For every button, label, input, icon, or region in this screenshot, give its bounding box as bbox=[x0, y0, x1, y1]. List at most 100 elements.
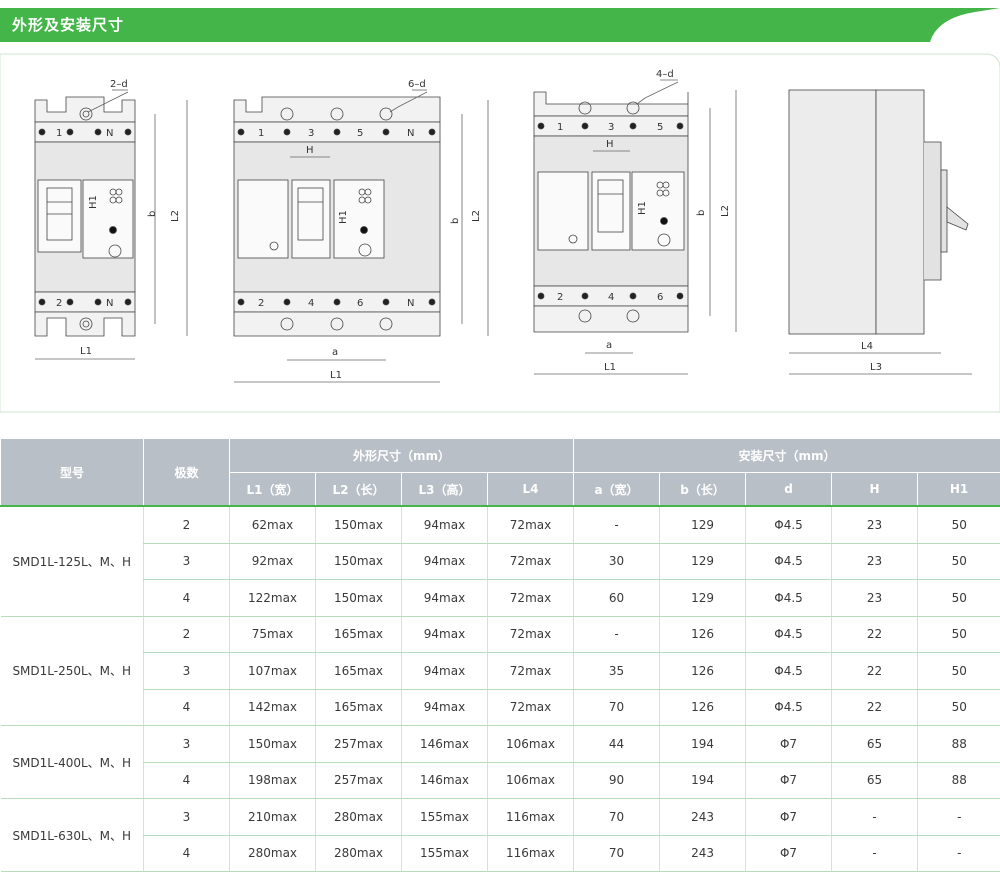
table-cell: 107max bbox=[229, 652, 316, 690]
table-cell: 65 bbox=[831, 725, 918, 763]
d1-top-pole-1: 1 bbox=[56, 128, 62, 139]
d3-h1-label: H1 bbox=[637, 201, 648, 215]
header-outline-group: 外形尺寸（mm） bbox=[228, 438, 575, 473]
section-header: 外形及安装尺寸 bbox=[0, 8, 1000, 42]
table-cell: 165max bbox=[315, 616, 402, 653]
table-cell: 165max bbox=[315, 652, 402, 690]
header-H1: H1 bbox=[917, 472, 1000, 507]
header-L4: L4 bbox=[486, 472, 575, 507]
table-cell: 243 bbox=[659, 835, 746, 872]
d3-l1-label: L1 bbox=[604, 362, 616, 373]
table-cell: 126 bbox=[659, 616, 746, 653]
table-cell: 146max bbox=[401, 725, 488, 763]
d1-b-label: b bbox=[147, 211, 158, 217]
model-cell: SMD1L-125L、M、H bbox=[0, 505, 144, 617]
table-cell: 23 bbox=[831, 505, 918, 544]
table-cell: Φ7 bbox=[745, 725, 832, 763]
d2-top-pole-3: 3 bbox=[308, 128, 314, 139]
d1-l1-label: L1 bbox=[80, 346, 92, 357]
drawing-4-pole bbox=[233, 96, 441, 337]
table-cell: 75max bbox=[229, 616, 316, 653]
dimension-drawing-panel: 2–d 6–d 4–d 1 N 2 N H1 b L2 L1 1 3 5 N 2… bbox=[0, 52, 1000, 414]
d3-top-pole-3: 3 bbox=[608, 122, 614, 133]
table-cell: 30 bbox=[573, 543, 660, 580]
table-cell: 150max bbox=[315, 543, 402, 580]
table-cell: 94max bbox=[401, 505, 488, 544]
d2-top-pole-1: 1 bbox=[258, 128, 264, 139]
d2-h1-label: H1 bbox=[338, 210, 349, 224]
table-cell: 280max bbox=[315, 798, 402, 836]
table-cell: 150max bbox=[315, 579, 402, 617]
table-cell: 72max bbox=[486, 616, 574, 653]
header-install-group: 安装尺寸（mm） bbox=[573, 438, 1000, 473]
table-cell: 126 bbox=[659, 689, 746, 726]
table-cell: 210max bbox=[229, 798, 316, 836]
table-cell: - bbox=[573, 505, 660, 544]
table-cell: 165max bbox=[315, 689, 402, 726]
d2-a-label: a bbox=[332, 347, 338, 358]
table-cell: 23 bbox=[831, 543, 918, 580]
table-cell: 257max bbox=[315, 725, 402, 763]
table-cell: 72max bbox=[486, 689, 574, 726]
table-cell: 50 bbox=[917, 616, 1000, 653]
d2-l1-label: L1 bbox=[330, 370, 342, 381]
table-cell: 50 bbox=[917, 652, 1000, 690]
table-cell: 129 bbox=[659, 579, 746, 617]
drawing-side-view bbox=[788, 89, 969, 335]
table-cell: 65 bbox=[831, 762, 918, 799]
d3-bottom-pole-2: 2 bbox=[557, 292, 563, 303]
d2-bottom-pole-N: N bbox=[407, 298, 414, 309]
table-cell: - bbox=[917, 798, 1000, 836]
model-cell: SMD1L-250L、M、H bbox=[0, 616, 144, 726]
model-cell: SMD1L-400L、M、H bbox=[0, 725, 144, 799]
table-cell: 88 bbox=[917, 725, 1000, 763]
label-6d: 6–d bbox=[408, 79, 426, 90]
d4-l3-label: L3 bbox=[870, 362, 882, 373]
table-cell: 35 bbox=[573, 652, 660, 690]
d3-top-pole-1: 1 bbox=[557, 122, 563, 133]
table-cell: 155max bbox=[401, 798, 488, 836]
header-poles: 极数 bbox=[143, 438, 230, 507]
table-cell: 116max bbox=[486, 835, 574, 872]
table-cell: 3 bbox=[143, 798, 230, 836]
table-cell: 243 bbox=[659, 798, 746, 836]
table-cell: 4 bbox=[143, 835, 230, 872]
header-L2: L2（长） bbox=[315, 472, 402, 507]
dimension-lines bbox=[35, 79, 972, 383]
d3-b-label: b bbox=[696, 210, 707, 216]
table-cell: 4 bbox=[143, 579, 230, 617]
model-cell: SMD1L-630L、M、H bbox=[0, 798, 144, 872]
table-cell: 2 bbox=[143, 505, 230, 544]
d2-l2-label: L2 bbox=[471, 210, 482, 222]
table-cell: 88 bbox=[917, 762, 1000, 799]
table-cell: 62max bbox=[229, 505, 316, 544]
table-cell: 50 bbox=[917, 505, 1000, 544]
d2-bottom-pole-6: 6 bbox=[357, 298, 363, 309]
drawing-3-pole bbox=[533, 91, 689, 333]
d3-h-label: H bbox=[606, 139, 614, 150]
table-cell: Φ4.5 bbox=[745, 689, 832, 726]
diagram-text: 2–d 6–d 4–d 1 N 2 N H1 b L2 L1 1 3 5 N 2… bbox=[56, 69, 882, 381]
header-H: H bbox=[831, 472, 919, 507]
d2-h-label: H bbox=[306, 145, 314, 156]
table-cell: 129 bbox=[659, 543, 746, 580]
table-cell: Φ4.5 bbox=[745, 652, 832, 690]
drawing-2-pole bbox=[34, 96, 136, 337]
table-cell: 94max bbox=[401, 616, 488, 653]
d1-h1-label: H1 bbox=[88, 195, 99, 209]
table-cell: 280max bbox=[315, 835, 402, 872]
table-cell: 122max bbox=[229, 579, 316, 617]
d3-l2-label: L2 bbox=[720, 205, 731, 217]
table-cell: 3 bbox=[143, 725, 230, 763]
d4-l4-label: L4 bbox=[861, 341, 873, 352]
table-cell: 150max bbox=[229, 725, 316, 763]
table-cell: 150max bbox=[315, 505, 402, 544]
table-cell: 126 bbox=[659, 652, 746, 690]
table-cell: 72max bbox=[486, 543, 574, 580]
d3-top-pole-5: 5 bbox=[657, 122, 663, 133]
table-cell: 146max bbox=[401, 762, 488, 799]
